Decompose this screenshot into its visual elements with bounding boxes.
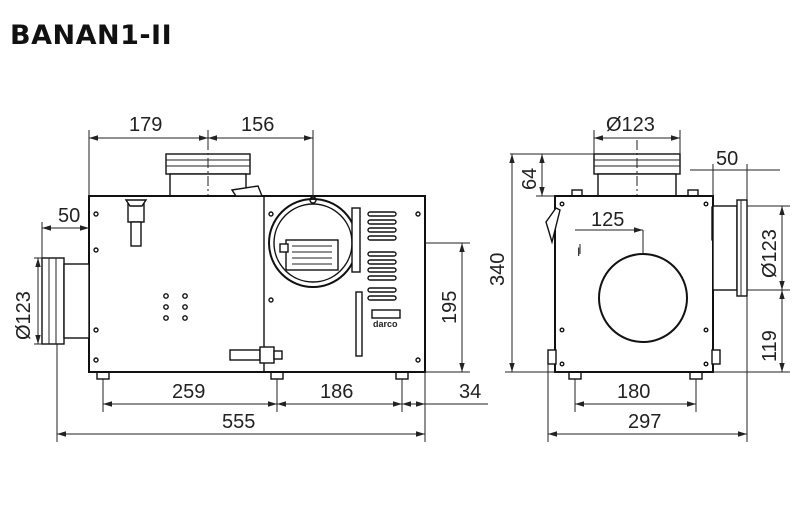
side-view: Ø123 64 340 50 125 I Ø123 119 1: [487, 114, 790, 442]
front-dots: [163, 293, 188, 321]
dim-front-right-height: 195: [439, 291, 461, 324]
dim-front-total-width: 555: [222, 411, 255, 433]
dim-side-total-width: 297: [628, 411, 661, 433]
dim-side-right-offset: 50: [716, 148, 738, 170]
front-left-duct: [41, 257, 90, 345]
dim-front-bottom-right: 34: [459, 381, 481, 403]
front-latch-bottom: [229, 346, 283, 364]
front-brand-label: darco: [373, 319, 398, 329]
dim-front-left-diameter: Ø123: [13, 291, 35, 340]
dim-front-top-right: 156: [241, 114, 274, 136]
dim-front-bottom-left: 259: [172, 381, 205, 403]
front-housing: [88, 195, 426, 380]
dim-side-bottom-inner: 180: [617, 381, 650, 403]
dim-side-right-diameter: Ø123: [759, 229, 781, 278]
front-latch-top: [124, 199, 148, 247]
front-louvers: [351, 207, 401, 357]
dim-front-bottom-mid: 186: [320, 381, 353, 403]
side-marker: I: [577, 245, 580, 259]
dim-side-total-height: 340: [487, 253, 509, 286]
dim-front-left-offset: 50: [58, 205, 80, 227]
page-title: BANAN1-II: [10, 20, 173, 51]
dim-side-inner-offset: 125: [591, 209, 624, 231]
side-right-duct: [712, 199, 748, 297]
front-view: darco 179 156 50 Ø123 195 259 18: [13, 114, 488, 442]
dim-front-top-left: 179: [129, 114, 162, 136]
front-fan: [268, 196, 358, 288]
dim-side-top-diameter: Ø123: [606, 114, 655, 136]
side-top-duct: [593, 140, 681, 200]
side-outlet-circle: [598, 253, 688, 343]
dim-side-top-height: 64: [519, 168, 541, 190]
dim-side-right-height: 119: [759, 330, 781, 362]
